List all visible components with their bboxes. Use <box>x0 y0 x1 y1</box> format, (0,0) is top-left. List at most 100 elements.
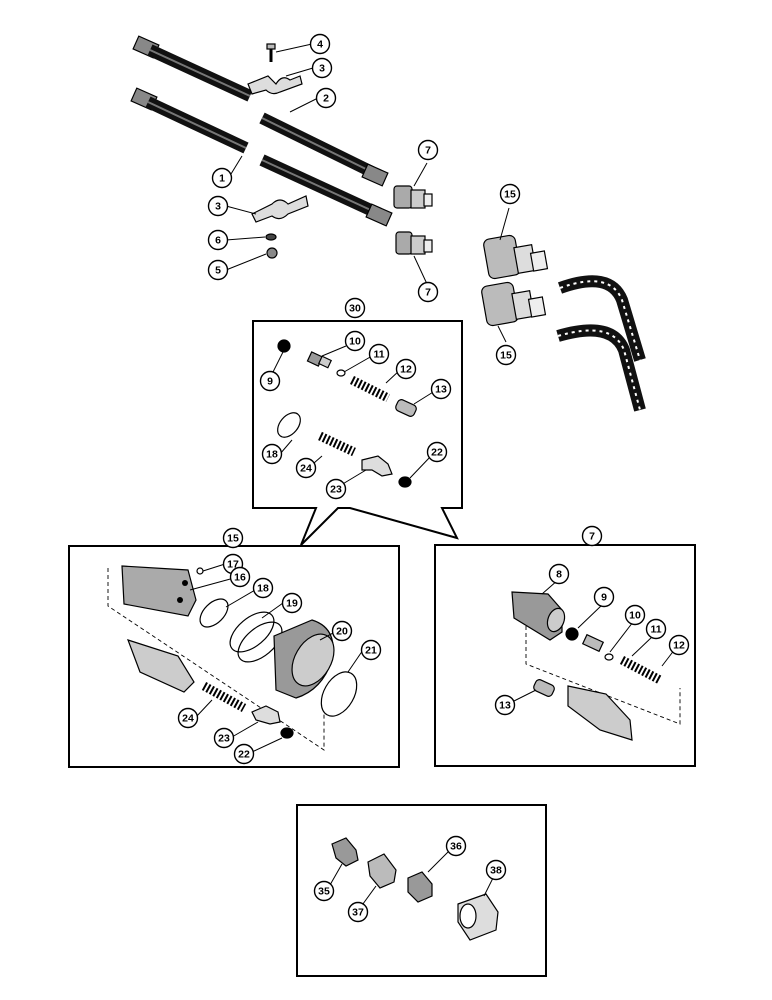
callout-number: 20 <box>336 626 348 638</box>
callout-number: 9 <box>267 376 273 388</box>
callout-c20: 20 <box>331 620 353 642</box>
lock-washer-part <box>265 233 277 241</box>
callout-c15box: 15 <box>222 527 244 549</box>
callout-number: 11 <box>650 624 661 636</box>
callout-number: 13 <box>435 384 447 396</box>
callout-number: 10 <box>629 610 641 622</box>
callout-number: 37 <box>352 907 364 919</box>
callout-circle <box>315 87 337 109</box>
callout-number: 15 <box>500 350 512 362</box>
callout-c10a: 10 <box>344 330 366 352</box>
callout-circle <box>668 634 690 656</box>
callout-c11a: 11 <box>368 343 390 365</box>
callout-c12a: 12 <box>395 358 417 380</box>
callout-circle <box>213 727 235 749</box>
callout-c9b: 9 <box>593 586 615 608</box>
callout-c3a: 3 <box>311 57 333 79</box>
dust-cover-upper-part <box>557 275 646 362</box>
callout-number: 8 <box>556 569 562 581</box>
callout-circle <box>325 478 347 500</box>
box-adapters-leaders <box>329 849 495 909</box>
callout-c19: 19 <box>281 592 303 614</box>
callout-circle <box>207 229 229 251</box>
callout-c13a: 13 <box>430 378 452 400</box>
callout-number: 3 <box>215 201 221 213</box>
callout-c24b: 24 <box>177 707 199 729</box>
callout-circle <box>207 259 229 281</box>
callout-circle <box>281 592 303 614</box>
callout-circle <box>313 880 335 902</box>
callout-number: 38 <box>490 865 502 877</box>
callout-c18b: 18 <box>252 577 274 599</box>
callout-number: 24 <box>182 713 194 725</box>
callout-circle <box>347 901 369 923</box>
callout-number: 6 <box>215 235 221 247</box>
callout-circle <box>344 297 366 319</box>
box-30-parts <box>277 339 417 488</box>
box-30 <box>252 320 463 546</box>
callout-number: 4 <box>317 39 323 51</box>
box-adapters-parts <box>331 837 499 941</box>
callout-c10b: 10 <box>624 604 646 626</box>
callout-number: 12 <box>673 640 685 652</box>
callout-c15a: 15 <box>499 183 521 205</box>
callout-circle <box>344 330 366 352</box>
callout-c5: 5 <box>207 259 229 281</box>
bolt-part <box>266 43 276 62</box>
callout-number: 36 <box>450 841 462 853</box>
callout-c35: 35 <box>313 880 335 902</box>
callout-number: 3 <box>319 63 325 75</box>
callout-circle <box>229 566 251 588</box>
callout-number: 7 <box>589 531 595 543</box>
callout-number: 17 <box>227 559 239 571</box>
callout-number: 15 <box>504 189 516 201</box>
callout-c9a: 9 <box>259 370 281 392</box>
callout-number: 7 <box>425 287 431 299</box>
callout-number: 35 <box>318 886 330 898</box>
coupler-upper-part <box>393 185 433 209</box>
callout-circle <box>581 525 603 547</box>
callout-number: 22 <box>238 749 250 761</box>
callout-circle <box>593 586 615 608</box>
dust-cover-lower-part <box>556 324 646 412</box>
callout-number: 18 <box>266 449 278 461</box>
callout-c21: 21 <box>360 639 382 661</box>
coupler-lower-part <box>395 231 433 255</box>
callout-c38: 38 <box>485 859 507 881</box>
callout-c15b: 15 <box>495 344 517 366</box>
callout-number: 7 <box>425 145 431 157</box>
callout-circle <box>207 195 229 217</box>
callout-c12b: 12 <box>668 634 690 656</box>
callout-number: 19 <box>286 598 298 610</box>
callout-number: 18 <box>257 583 269 595</box>
hose-assembly-upper <box>132 35 389 187</box>
callout-c4: 4 <box>309 33 331 55</box>
callout-circle <box>485 859 507 881</box>
hose-assembly-lower <box>130 87 393 227</box>
callout-circle <box>395 358 417 380</box>
callout-circle <box>368 343 390 365</box>
callout-c23b: 23 <box>213 727 235 749</box>
callout-number: 9 <box>601 592 607 604</box>
box-15-leaders <box>189 563 364 753</box>
callout-number: 21 <box>365 645 377 657</box>
callout-circle <box>417 281 439 303</box>
callout-c11b: 11 <box>645 618 667 640</box>
callout-circle <box>426 441 448 463</box>
callout-c2: 2 <box>315 87 337 109</box>
callout-number: 2 <box>323 93 329 105</box>
callout-c30: 30 <box>344 297 366 319</box>
callout-number: 1 <box>219 173 225 185</box>
callout-c23a: 23 <box>325 478 347 500</box>
callout-c22b: 22 <box>233 743 255 765</box>
callouts: 4321365771515309101112131824232215171618… <box>177 33 690 923</box>
callout-circle <box>499 183 521 205</box>
callout-c6: 6 <box>207 229 229 251</box>
callout-circle <box>295 457 317 479</box>
top-leaders <box>225 43 510 343</box>
callout-circle <box>548 563 570 585</box>
clamp-upper-part <box>247 75 303 95</box>
callout-c36: 36 <box>445 835 467 857</box>
callout-circle <box>331 620 353 642</box>
